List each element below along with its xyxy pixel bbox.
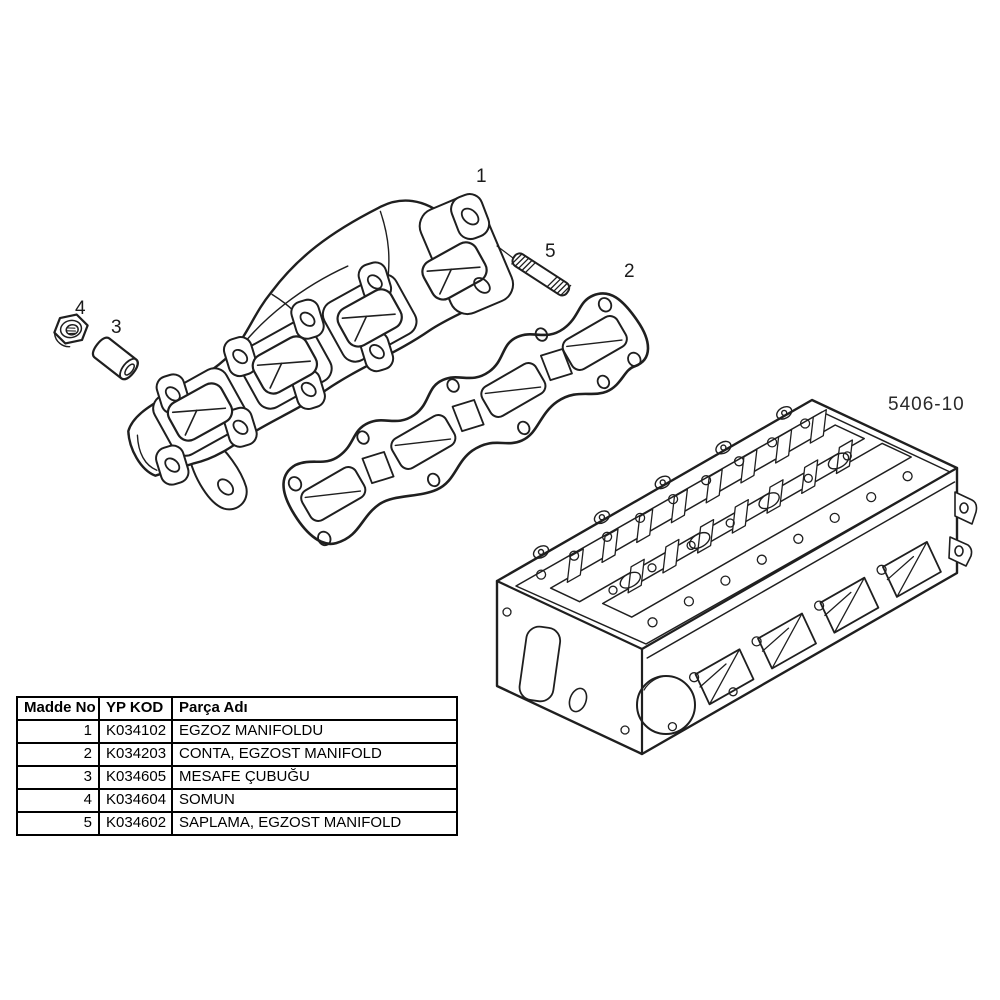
cell-yp-kod: K034602 xyxy=(98,811,173,836)
drawing-number-label: 5406-10 xyxy=(888,394,965,415)
cell-yp-kod: K034203 xyxy=(98,742,173,767)
spacer-drawing xyxy=(91,336,139,381)
cell-parca-adi: CONTA, EGZOST MANIFOLD xyxy=(171,742,458,767)
cell-yp-kod: K034605 xyxy=(98,765,173,790)
table-row: 2 K034203 CONTA, EGZOST MANIFOLD xyxy=(16,742,458,767)
leader-line-stud xyxy=(496,245,514,259)
cell-parca-adi: MESAFE ÇUBUĞU xyxy=(171,765,458,790)
callout-2: 2 xyxy=(624,261,635,282)
cell-madde-no: 3 xyxy=(16,765,100,790)
stud-drawing xyxy=(511,252,572,297)
callout-5: 5 xyxy=(545,241,556,262)
callout-4: 4 xyxy=(75,298,86,319)
cell-parca-adi: SAPLAMA, EGZOST MANIFOLD xyxy=(171,811,458,836)
callout-3: 3 xyxy=(111,317,122,338)
cylinder-head-drawing xyxy=(495,398,978,756)
cell-yp-kod: K034604 xyxy=(98,788,173,813)
callout-1: 1 xyxy=(476,166,487,187)
cell-madde-no: 2 xyxy=(16,742,100,767)
table-row: 4 K034604 SOMUN xyxy=(16,788,458,813)
table-row: 3 K034605 MESAFE ÇUBUĞU xyxy=(16,765,458,790)
parts-table: Madde No YP KOD Parça Adı 1 K034102 EGZO… xyxy=(16,696,458,836)
cell-madde-no: 4 xyxy=(16,788,100,813)
header-madde-no: Madde No xyxy=(16,696,100,721)
header-yp-kod: YP KOD xyxy=(98,696,173,721)
exhaust-gasket-drawing xyxy=(282,292,650,547)
cell-madde-no: 1 xyxy=(16,719,100,744)
cell-parca-adi: SOMUN xyxy=(171,788,458,813)
header-parca-adi: Parça Adı xyxy=(171,696,458,721)
table-row: 5 K034602 SAPLAMA, EGZOST MANIFOLD xyxy=(16,811,458,836)
cell-madde-no: 5 xyxy=(16,811,100,836)
nut-drawing xyxy=(53,313,89,348)
cell-parca-adi: EGZOZ MANIFOLDU xyxy=(171,719,458,744)
table-header-row: Madde No YP KOD Parça Adı xyxy=(16,696,458,721)
table-row: 1 K034102 EGZOZ MANIFOLDU xyxy=(16,719,458,744)
cell-yp-kod: K034102 xyxy=(98,719,173,744)
exhaust-manifold-drawing xyxy=(127,193,515,511)
